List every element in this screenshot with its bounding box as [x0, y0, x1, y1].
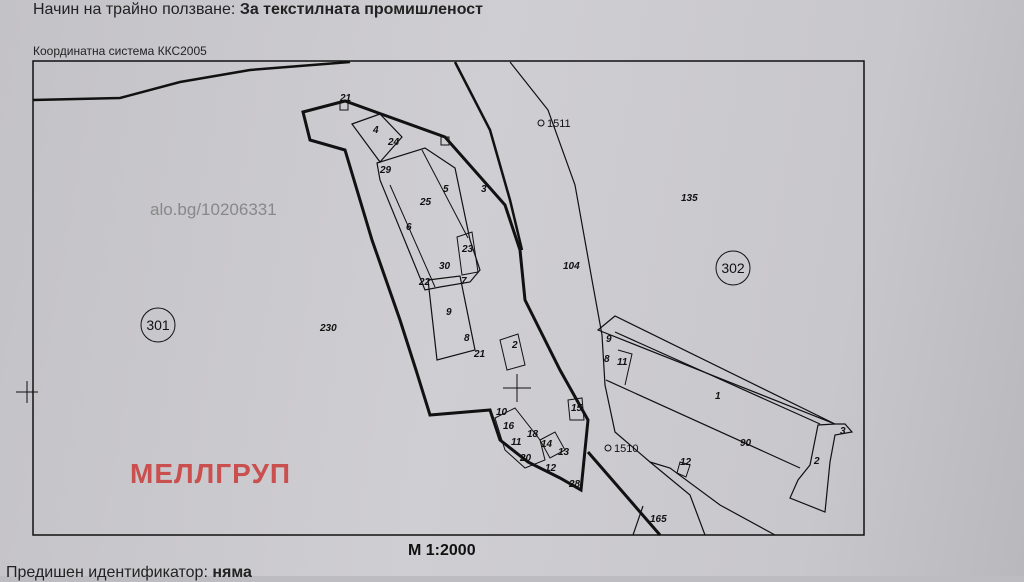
boundary-line [32, 60, 351, 102]
building-label: 22 [418, 277, 431, 288]
previous-identifier: Предишен идентификатор: няма [6, 564, 252, 582]
building [440, 136, 450, 146]
block-number: 301 [146, 317, 170, 333]
building-label: 3 [481, 184, 487, 195]
building-label: 11 [511, 437, 522, 448]
building-label: 21 [473, 349, 486, 360]
parcel-label: 135 [681, 193, 698, 204]
building [567, 397, 585, 421]
building-label: 28 [568, 479, 581, 490]
brand-watermark: МЕЛЛГРУП [130, 458, 292, 489]
parcel-label: 12 [680, 457, 692, 468]
survey-point-icon [537, 119, 545, 127]
coordinate-system: Координатна система ККС2005 [33, 44, 207, 58]
building-label: 18 [527, 429, 539, 440]
building-edge [421, 149, 469, 239]
grid-cross [16, 374, 531, 403]
building [539, 431, 566, 459]
parcel-outline [301, 99, 590, 493]
building-label: 10 [496, 407, 508, 418]
circled-label [715, 250, 751, 286]
parcel-label: 9 [606, 334, 612, 345]
survey-point-label: 1511 [547, 118, 571, 130]
parcel-label: 3 [840, 426, 846, 437]
building [456, 231, 479, 276]
parcel-boundary [605, 379, 801, 469]
road-boundary [509, 61, 706, 536]
circled-label [140, 307, 176, 343]
site-watermark: alo.bg/10206331 [150, 200, 277, 219]
building-edge [617, 349, 633, 386]
survey-point-icon [604, 444, 612, 452]
building-label: 5 [443, 184, 449, 195]
parcel-label: 90 [740, 438, 752, 449]
building [427, 275, 476, 361]
parcel-label: 165 [650, 514, 667, 525]
survey-point-label: 1510 [614, 443, 638, 455]
building-label: 2 [511, 340, 518, 351]
building-label: 20 [519, 453, 532, 464]
parcel-label: 1 [715, 391, 721, 402]
map-frame [32, 60, 865, 536]
parcel-label: 8 [604, 354, 610, 365]
building-label: 8 [464, 333, 470, 344]
building-label: 30 [439, 261, 451, 272]
building [676, 461, 691, 478]
building-label: 16 [503, 421, 515, 432]
building-label: 9 [446, 307, 452, 318]
building-label: 15 [571, 403, 583, 414]
boundary-line [632, 505, 644, 536]
building-label: 14 [541, 439, 553, 450]
building-label: 13 [558, 447, 570, 458]
parcel-label: 11 [617, 357, 628, 368]
land-use-value: За текстилната промишленост [239, 1, 484, 18]
identifier-label: Предишен идентификатор: [6, 564, 208, 581]
building-label: 25 [419, 197, 432, 208]
building-label: 21 [339, 93, 352, 104]
building [339, 101, 349, 111]
land-use-label: Начин на трайно ползване: [33, 1, 236, 18]
road-boundary [453, 61, 524, 251]
building [499, 333, 526, 371]
parcel-boundary [649, 461, 776, 536]
building-label: 4 [372, 125, 379, 136]
building-label: 23 [461, 244, 474, 255]
block-number: 302 [721, 260, 745, 276]
building-label: 29 [379, 165, 392, 176]
parcel-label: 2 [813, 456, 820, 467]
parcel-outline [596, 315, 854, 513]
identifier-value: няма [212, 564, 252, 581]
building-label: 6 [406, 222, 412, 233]
map-scale: M 1:2000 [408, 542, 476, 559]
building-label: 12 [545, 463, 557, 474]
building [376, 147, 481, 291]
boundary-line [586, 451, 662, 536]
building-label: 24 [387, 137, 400, 148]
building-label: 7 [461, 276, 467, 287]
building-edge [614, 331, 821, 425]
building [351, 113, 403, 163]
building-edge [389, 184, 436, 288]
building [494, 407, 546, 469]
parcel-label: 104 [563, 261, 580, 272]
land-use-line: Начин на трайно ползване: За текстилната… [33, 1, 483, 19]
parcel-label: 230 [319, 323, 337, 334]
